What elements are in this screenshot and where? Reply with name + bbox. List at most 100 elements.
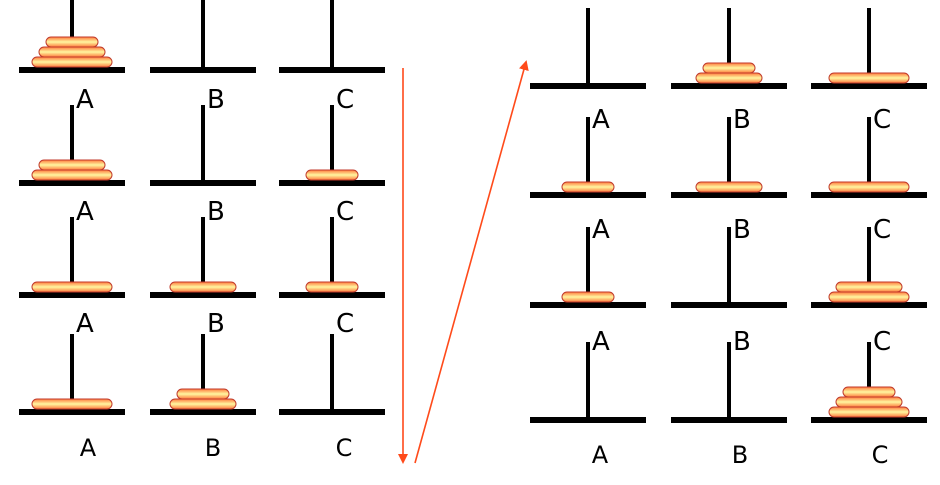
peg-c: [811, 227, 927, 308]
peg-a: [19, 105, 125, 186]
hanoi-step-5: [530, 8, 927, 89]
hanoi-step-4: [19, 334, 385, 415]
peg-label-a: A: [76, 85, 94, 115]
peg-b: [150, 105, 256, 186]
peg-c: [811, 342, 927, 423]
hanoi-step-1: [19, 0, 385, 73]
disk-size-1: [842, 386, 896, 398]
peg-pole: [330, 105, 334, 183]
peg-b: [150, 334, 256, 415]
peg-b: [671, 227, 787, 308]
peg-label-c: C: [873, 215, 891, 245]
disk-size-3: [828, 181, 910, 193]
up-arrow: [414, 60, 529, 464]
disk-size-3: [828, 72, 910, 84]
peg-a: [530, 8, 646, 89]
peg-pole: [586, 227, 590, 305]
disk-size-3: [31, 56, 113, 68]
hanoi-step-3: [19, 217, 385, 298]
disk-size-2: [695, 181, 763, 193]
peg-label-a: A: [592, 215, 610, 245]
disk-size-3: [31, 169, 113, 181]
disk-size-2: [835, 396, 903, 408]
peg-pole: [201, 217, 205, 295]
peg-b: [150, 0, 256, 73]
peg-label-b: B: [207, 85, 225, 115]
disk-size-3: [828, 291, 910, 303]
disk-size-2: [835, 281, 903, 293]
peg-pole: [330, 0, 334, 70]
sequence-arrows: [398, 60, 529, 464]
disk-size-3: [31, 398, 113, 410]
disk-size-1: [176, 388, 230, 400]
peg-pole: [727, 342, 731, 420]
bottom-label-left-a: A: [80, 434, 97, 462]
disk-size-3: [828, 406, 910, 418]
peg-a: [19, 334, 125, 415]
peg-pole: [70, 105, 74, 183]
peg-c: [811, 117, 927, 198]
peg-label-c: C: [336, 85, 354, 115]
disk-size-1: [702, 62, 756, 74]
peg-label-c: C: [873, 105, 891, 135]
peg-label-a: A: [76, 309, 94, 339]
peg-label-b: B: [733, 105, 751, 135]
hanoi-step-6: [530, 117, 927, 198]
peg-pole: [586, 342, 590, 420]
peg-pole: [586, 117, 590, 195]
peg-label-a: A: [76, 197, 94, 227]
disk-size-1: [305, 281, 359, 293]
peg-label-a: A: [592, 327, 610, 357]
peg-pole: [867, 342, 871, 420]
peg-pole: [201, 0, 205, 70]
peg-pole: [70, 217, 74, 295]
peg-b: [671, 117, 787, 198]
peg-pole: [201, 334, 205, 412]
disk-size-1: [561, 181, 615, 193]
peg-pole: [727, 8, 731, 86]
disk-size-1: [561, 291, 615, 303]
hanoi-step-8: [530, 342, 927, 423]
disk-size-3: [31, 281, 113, 293]
bottom-peg-labels: A B C A B C: [80, 434, 889, 469]
peg-pole: [867, 227, 871, 305]
peg-a: [19, 217, 125, 298]
peg-b: [150, 217, 256, 298]
disk-size-1: [305, 169, 359, 181]
peg-pole: [330, 217, 334, 295]
peg-b: [671, 342, 787, 423]
peg-a: [530, 227, 646, 308]
peg-label-c: C: [873, 327, 891, 357]
peg-c: [811, 8, 927, 89]
bottom-label-right-c: C: [872, 441, 889, 469]
peg-label-c: C: [336, 197, 354, 227]
peg-pole: [586, 8, 590, 86]
peg-pole: [70, 0, 74, 70]
peg-c: [279, 334, 385, 415]
peg-pole: [727, 117, 731, 195]
bottom-label-right-a: A: [592, 441, 609, 469]
disk-size-2: [169, 398, 237, 410]
disk-size-2: [169, 281, 237, 293]
peg-a: [19, 0, 125, 73]
peg-label-c: C: [336, 309, 354, 339]
peg-label-b: B: [733, 327, 751, 357]
disk-size-1: [45, 36, 99, 48]
peg-pole: [330, 334, 334, 412]
disk-size-2: [695, 72, 763, 84]
peg-b: [671, 8, 787, 89]
peg-pole: [867, 117, 871, 195]
disk-size-2: [38, 159, 106, 171]
peg-c: [279, 217, 385, 298]
hanoi-step-7: [530, 227, 927, 308]
peg-c: [279, 0, 385, 73]
bottom-label-right-b: B: [732, 441, 748, 469]
peg-label-a: A: [592, 105, 610, 135]
peg-a: [530, 342, 646, 423]
peg-label-b: B: [207, 309, 225, 339]
bottom-label-left-b: B: [205, 434, 221, 462]
peg-pole: [70, 334, 74, 412]
hanoi-step-2: [19, 105, 385, 186]
